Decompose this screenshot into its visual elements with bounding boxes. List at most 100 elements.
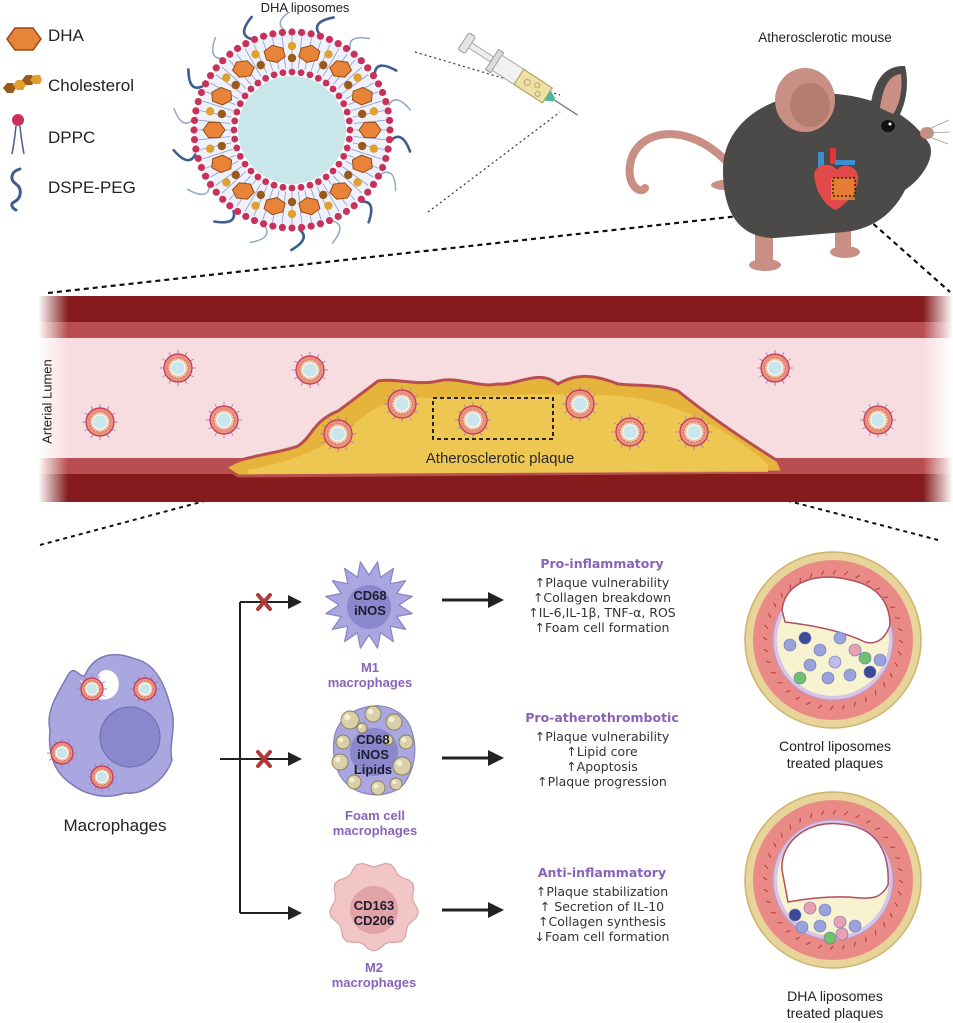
m1-name: M1: [360, 660, 380, 675]
foam-markers: CD68 iNOS Lipids: [333, 732, 413, 777]
cholesterol-molecule: [256, 60, 265, 70]
dha-molecule: [231, 60, 255, 78]
liposome-particle: [384, 386, 420, 422]
legend-label-dspe-peg: DSPE-PEG: [48, 178, 136, 197]
dppc-head: [226, 50, 234, 58]
m2-name: M2: [364, 960, 384, 975]
syringe-icon: [458, 32, 578, 116]
m2-subname: macrophages: [331, 975, 417, 990]
dha-molecule: [329, 182, 353, 200]
arterial-lumen-label-wrap: Arterial Lumen: [34, 338, 64, 468]
plaque-cell: [843, 668, 857, 682]
liposome-particle: [757, 350, 793, 386]
dppc-head: [192, 107, 200, 115]
peg-chain: [242, 15, 253, 41]
liposome-particle: [47, 738, 77, 768]
dppc-head: [364, 64, 372, 72]
dppc-head: [382, 154, 390, 163]
lipid-droplet: [340, 710, 360, 730]
effect-item: ↑Collagen synthesis: [538, 914, 666, 929]
dppc-head: [307, 30, 315, 38]
liposome-title: DHA liposomes: [260, 0, 350, 15]
plaque-cell: [848, 919, 862, 933]
dppc-head: [288, 28, 296, 36]
arrowhead-m2: [288, 906, 302, 920]
dppc-head: [384, 145, 392, 153]
dppc-head: [386, 126, 394, 134]
plaque-cell: [828, 655, 842, 669]
effect-item: ↑Lipid core: [566, 744, 638, 759]
dppc-head: [334, 212, 342, 221]
dppc-head: [350, 202, 358, 210]
liposome-particle: [612, 414, 648, 450]
cholesterol-molecule: [319, 60, 328, 70]
effect-item: ↓Foam cell formation: [534, 929, 670, 944]
artery-cross-section: [38, 296, 953, 502]
dppc-head: [385, 116, 394, 124]
effect-item: ↑Apoptosis: [566, 759, 638, 774]
dppc-head: [384, 107, 392, 115]
artery-wall-bottom-outer: [38, 474, 953, 502]
control-plaque-caption: Control liposomes treated plaques: [735, 738, 935, 772]
dppc-head: [278, 223, 286, 232]
dppc-head: [307, 222, 315, 230]
dha-plaque-cross-section: [744, 791, 922, 969]
m2-markers: CD163 CD206: [334, 898, 414, 928]
block-x-icon-m1: [256, 593, 272, 611]
effect-item: ↑Plaque stabilization: [535, 884, 669, 899]
dppc-head: [298, 28, 306, 37]
cholesterol-molecule: [217, 109, 227, 119]
effect-arrows: [442, 592, 504, 918]
cholesterol-molecule: [319, 190, 328, 200]
dppc-head: [369, 180, 378, 189]
lipid-droplet: [385, 713, 403, 731]
dppc-head: [316, 32, 325, 40]
peg-chain: [249, 225, 268, 244]
mouse-title: Atherosclerotic mouse: [758, 30, 892, 45]
dppc-head: [369, 71, 378, 80]
plaque-cell: [803, 658, 817, 672]
control-plaque-cross-section: [744, 551, 922, 729]
dha-hexagon-icon: [6, 27, 42, 51]
peg-chain: [213, 209, 236, 224]
plaque-cell: [818, 903, 832, 917]
m1-subname: macrophages: [327, 675, 413, 690]
dppc-head: [197, 88, 206, 97]
plaque-cell: [848, 643, 862, 657]
dppc-head: [342, 207, 351, 216]
peg-chain: [373, 64, 398, 75]
plaque-cell: [833, 631, 847, 645]
plaque-cell: [863, 665, 877, 679]
cholesterol-molecule: [344, 170, 353, 180]
dppc-head: [378, 163, 387, 172]
effects-foam-list: ↑Plaque vulnerability ↑Lipid core ↑Apopt…: [502, 729, 702, 789]
cholesterol-molecule: [217, 141, 227, 151]
atherosclerotic-mouse-illustration: [625, 65, 950, 271]
macrophage-illustration: [47, 653, 174, 797]
m1-macrophage-cell: [325, 561, 413, 649]
control-caption-line2: treated plaques: [786, 755, 884, 771]
peg-chain: [290, 228, 306, 252]
dppc-head: [190, 136, 199, 144]
plaque-cell: [813, 643, 827, 657]
cholesterol-molecule: [256, 190, 265, 200]
dppc-head: [350, 50, 358, 58]
m2-marker-1: CD163: [353, 898, 395, 913]
block-x-icon-foam: [256, 750, 272, 768]
dppc-head: [233, 44, 242, 53]
peg-chain: [172, 148, 197, 162]
foam-marker-3: Lipids: [353, 762, 393, 777]
heart-icon: [814, 148, 859, 210]
liposome-particle: [676, 414, 712, 450]
dha-molecule: [351, 154, 373, 174]
dha-molecule: [263, 44, 286, 64]
macrophage-nucleus: [99, 706, 161, 768]
dppc-head: [226, 202, 234, 210]
m1-markers: CD68 iNOS: [330, 588, 410, 618]
effects-m1-title: Pro-inflammatory: [540, 556, 664, 571]
dha-molecule: [231, 182, 255, 200]
foam-subname: macrophages: [332, 823, 418, 838]
arrowhead-m1: [288, 595, 302, 609]
dppc-head: [288, 224, 296, 232]
effect-item: ↑Plaque vulnerability: [534, 729, 670, 744]
